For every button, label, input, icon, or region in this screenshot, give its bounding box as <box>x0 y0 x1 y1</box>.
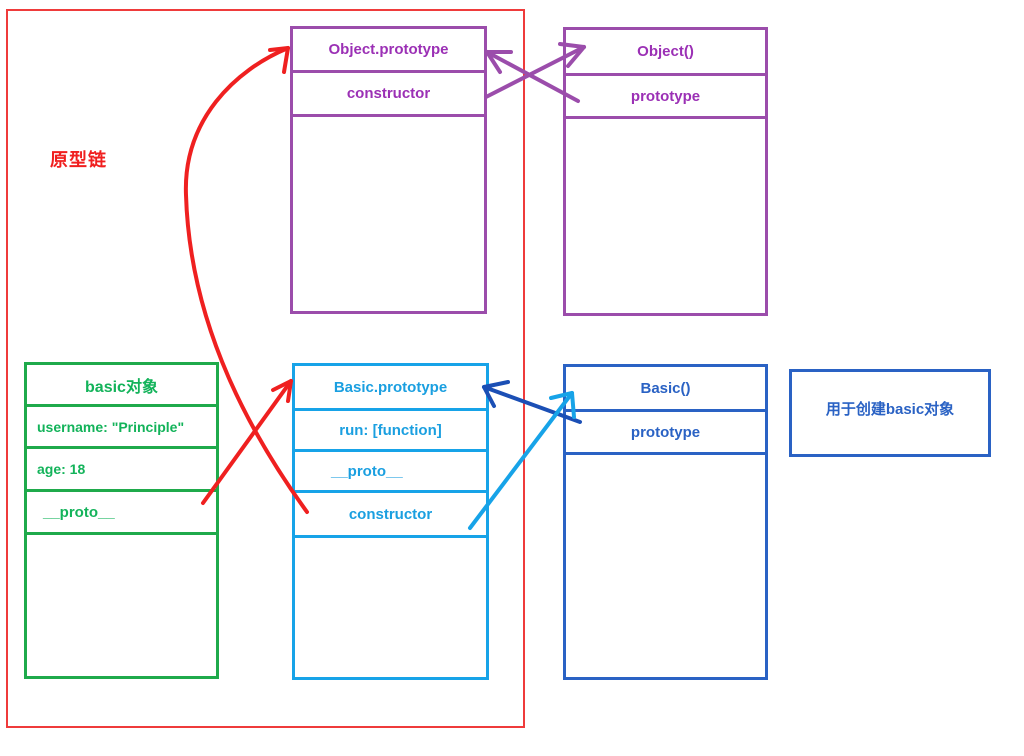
object-constructor-box: Object() prototype <box>563 27 768 316</box>
object-prototype-empty-row <box>293 117 484 311</box>
basic-object-username-row: username: "Principle" <box>27 407 216 449</box>
basic-prototype-run-row: run: [function] <box>295 411 486 452</box>
basic-constructor-box: Basic() prototype <box>563 364 768 680</box>
prototype-chain-label: 原型链 <box>50 150 107 170</box>
basic-object-title: basic对象 <box>27 365 216 407</box>
object-constructor-empty-row <box>566 119 765 313</box>
object-prototype-constructor-row: constructor <box>293 73 484 117</box>
basic-prototype-empty-row <box>295 538 486 677</box>
basic-object-proto-row: __proto__ <box>27 492 216 535</box>
basic-constructor-title: Basic() <box>566 367 765 412</box>
basic-object-age-row: age: 18 <box>27 449 216 492</box>
basic-prototype-constructor-row: constructor <box>295 493 486 538</box>
basic-constructor-empty-row <box>566 455 765 677</box>
object-constructor-prototype-row: prototype <box>566 76 765 119</box>
object-prototype-title: Object.prototype <box>293 29 484 73</box>
note-box: 用于创建basic对象 <box>789 369 991 457</box>
basic-object-box: basic对象 username: "Principle" age: 18 __… <box>24 362 219 679</box>
basic-constructor-prototype-row: prototype <box>566 412 765 455</box>
basic-object-empty-row <box>27 535 216 676</box>
object-constructor-title: Object() <box>566 30 765 76</box>
basic-prototype-box: Basic.prototype run: [function] __proto_… <box>292 363 489 680</box>
basic-prototype-title: Basic.prototype <box>295 366 486 411</box>
basic-prototype-proto-row: __proto__ <box>295 452 486 493</box>
prototype-chain-frame <box>6 9 525 728</box>
object-prototype-box: Object.prototype constructor <box>290 26 487 314</box>
note-text: 用于创建basic对象 <box>825 401 955 418</box>
